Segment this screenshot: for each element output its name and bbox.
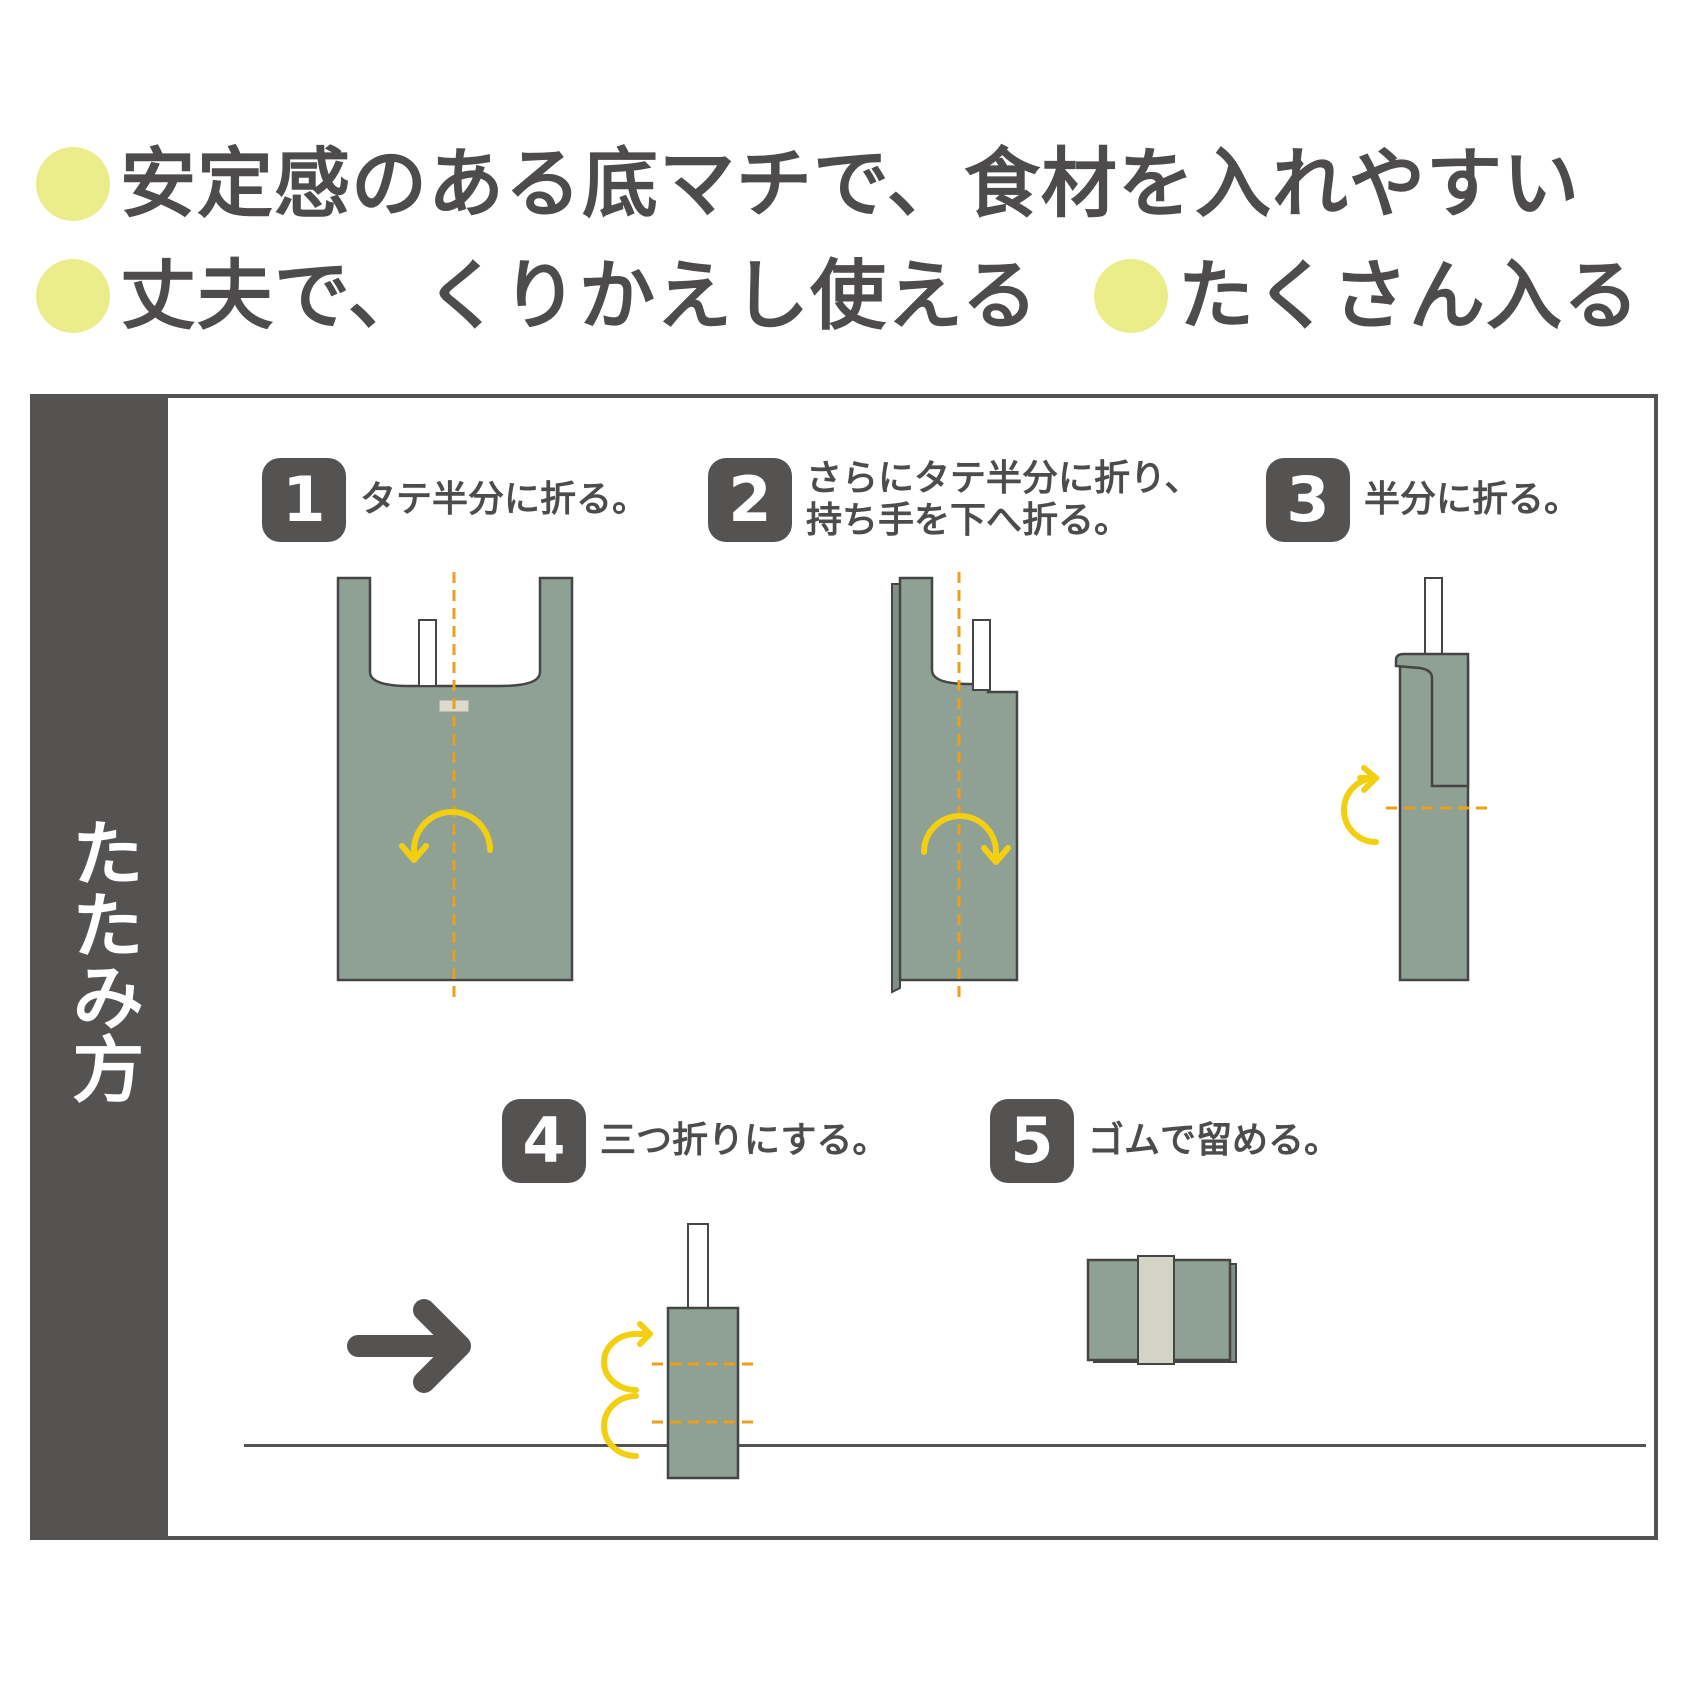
curved-arrow-icon (601, 1321, 653, 1393)
step-2-bag-illustration (891, 572, 1019, 1002)
bullet-dot-icon (36, 147, 110, 221)
bag-flap (1394, 652, 1470, 788)
step-4-bag-illustration (601, 1223, 760, 1480)
row-divider (244, 1444, 1646, 1447)
curved-arrow-icon (921, 813, 1011, 865)
feature-2-text: 丈夫で、くりかえし使える (120, 251, 1039, 340)
bullet-dot-icon (1094, 259, 1168, 333)
step-3-heading: 3 半分に折る。 (1266, 458, 1580, 542)
step-2-text: さらにタテ半分に折り、 持ち手を下へ折る。 (806, 458, 1201, 542)
bag-handle (972, 619, 991, 691)
step-5-badge: 5 (990, 1099, 1074, 1183)
bag-handle (687, 1223, 709, 1309)
elastic-band (1137, 1255, 1175, 1365)
bag-handle (418, 619, 437, 687)
bag-back-layer (891, 583, 901, 994)
curved-arrow-icon (1341, 765, 1379, 845)
step-1-text: タテ半分に折る。 (360, 478, 649, 520)
feature-2: 丈夫で、くりかえし使える (36, 258, 1039, 334)
feature-3: たくさん入る (1094, 258, 1640, 334)
right-arrow-icon (347, 1299, 471, 1393)
step-4-text: 三つ折りにする。 (600, 1119, 889, 1161)
step-1-heading: 1 タテ半分に折る。 (262, 458, 648, 542)
feature-1-text: 安定感のある底マチで、食材を入れやすい (120, 139, 1580, 228)
step-3-badge: 3 (1266, 458, 1350, 542)
step-5-heading: 5 ゴムで留める。 (990, 1099, 1340, 1183)
step-4-badge: 4 (502, 1099, 586, 1183)
feature-3-text: たくさん入る (1178, 251, 1640, 340)
step-5-bag-illustration (1086, 1255, 1237, 1365)
curved-arrow-icon (399, 809, 493, 863)
curved-arrow-icon (601, 1393, 639, 1459)
section-title: たたみ方 (59, 816, 144, 1104)
step-2-badge: 2 (708, 458, 792, 543)
step-2-heading: 2 さらにタテ半分に折り、 持ち手を下へ折る。 (708, 458, 1201, 543)
step-1-badge: 1 (262, 458, 346, 542)
step-1-bag-illustration (336, 572, 574, 1002)
section-sidebar: たたみ方 (34, 398, 168, 1536)
feature-1: 安定感のある底マチで、食材を入れやすい (36, 146, 1580, 222)
step-5-text: ゴムで留める。 (1088, 1119, 1341, 1161)
step-3-text: 半分に折る。 (1364, 478, 1581, 520)
step-4-heading: 4 三つ折りにする。 (502, 1099, 888, 1183)
folding-instructions-panel: たたみ方 (30, 394, 1658, 1540)
step-3-bag-illustration (1341, 577, 1490, 982)
bag-handle (1424, 577, 1443, 663)
bag-folded-block (666, 1306, 740, 1480)
bullet-dot-icon (36, 259, 110, 333)
